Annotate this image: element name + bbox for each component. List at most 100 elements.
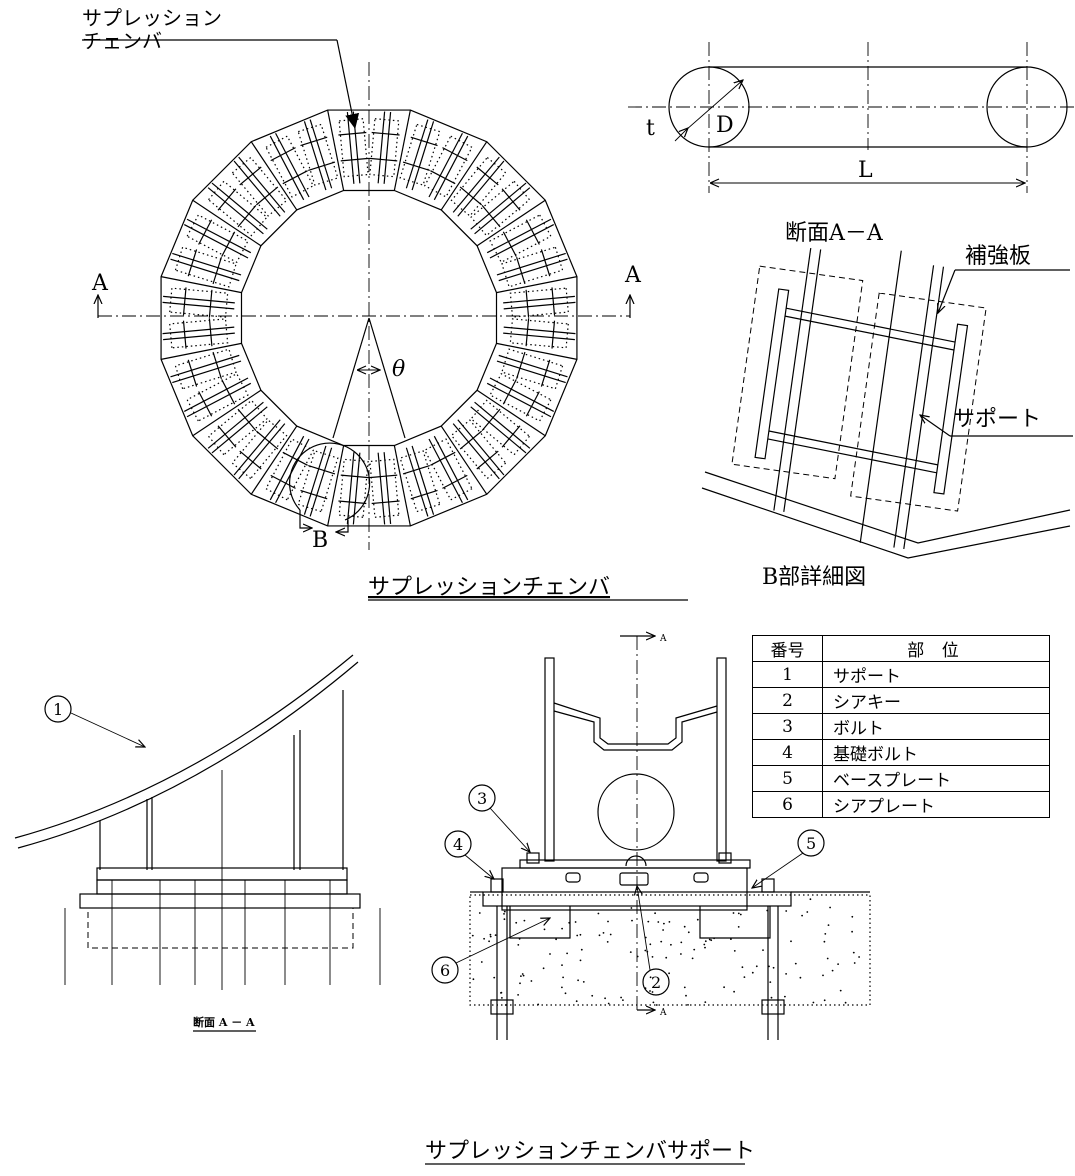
stipple-dot [493,976,496,979]
stipple-dot [537,1003,540,1006]
ring-support-stroke [503,326,576,335]
ring-joint-line [250,141,298,211]
ring-support-stroke [269,435,305,501]
stipple-dot [755,965,758,968]
stipple-dot [809,898,812,901]
ring-support-symbol [369,111,400,184]
ring-support-symbol [162,287,235,318]
ring-support-stroke [501,348,564,390]
ring-support-symbol [162,318,235,349]
stipple-dot [827,924,830,926]
row-part-name: シアキー [822,687,1050,714]
stipple-dot [665,956,668,959]
ring-support-stroke [470,180,531,237]
ring-support-stroke [452,156,500,213]
ring-support-stroke [255,430,279,450]
ring-support-stroke [423,135,473,198]
ring-support-stroke [442,474,468,489]
stipple-dot [478,912,481,914]
ring-support-stroke [402,465,430,475]
ring-support-stroke [496,252,566,276]
stipple-dot [743,976,746,978]
row-part-name: 基礎ボルト [822,739,1050,766]
stipple-dot [564,992,567,995]
ring-support-symbol [369,452,400,525]
ring-support-stroke [221,231,236,257]
ring-support-stroke [459,186,483,206]
stipple-dot [823,940,826,943]
stipple-dot [517,944,520,946]
ring-support-stroke [186,372,249,422]
stipple-dot [542,967,545,970]
stipple-dot [710,939,713,942]
stipple-dot [785,973,787,975]
callout-1: 1 [53,700,63,719]
ring-joint-line [160,342,242,360]
ring-caption: サプレッションチェンバ [368,575,610,600]
ring-support-stroke [300,136,328,147]
detail-b-floor-bottom [701,487,1071,559]
ring-support-stroke [383,112,392,184]
stipple-dot [668,972,670,975]
ring-support-symbol [297,119,339,191]
ring-support-stroke [187,249,198,277]
ring-support-stroke [551,287,556,316]
ring-support-stroke [428,438,463,504]
stipple-dot [649,976,652,979]
ring-support-stroke [340,157,369,162]
stipple-dot [515,921,518,924]
stipple-dot [606,941,609,943]
ring-support-stroke [474,187,531,235]
chamber-leader-label-1: サプレッション [82,6,222,30]
dim-t-line [674,128,688,142]
stipple-dot [609,933,612,936]
ring-support-stroke [238,156,286,213]
callout-2: 2 [651,973,661,992]
ring-support-stroke [486,382,552,418]
ring-support-symbol [231,156,288,217]
stipple-dot [851,915,854,918]
ring-support-stroke [338,458,369,518]
row-number: 5 [752,765,823,792]
stipple-dot [520,975,522,977]
ring-support-stroke [237,408,257,432]
dim-D-label: D [716,113,734,138]
ring-support-symbol [423,132,473,201]
stipple-dot [823,999,826,1002]
ring-support-stroke [186,218,252,254]
ring-support-symbol [496,348,568,390]
stipple-dot [591,994,594,997]
stipple-dot [858,956,860,958]
detail-b-caption: B部詳細図 [762,565,866,590]
detail-b-circle [289,442,371,521]
stipple-dot [636,955,639,958]
ring-support-stroke [470,406,527,454]
callout-5: 5 [806,834,816,853]
stipple-dot [826,957,829,960]
ring-support-stroke [238,423,286,480]
stipple-dot [806,911,809,913]
stipple-dot [651,956,654,958]
stipple-dot [522,974,525,977]
ring-support-stroke [163,295,235,304]
row-number: 2 [752,687,823,714]
ring-support-stroke [457,160,505,217]
stipple-dot [649,943,652,946]
stipple-dot [561,986,563,989]
detail-b-arrow-right [336,520,349,532]
ring-support-stroke [371,131,400,136]
stipple-dot [680,941,683,944]
stipple-dot [604,997,606,1000]
ring-support-stroke [186,214,249,264]
detail-b-label: B [312,528,328,553]
ring-support-stroke [270,474,296,489]
stipple-dot [704,946,706,949]
ring-support-stroke [309,119,333,189]
stipple-dot [663,922,665,925]
ring-support-stroke [207,401,264,449]
ring-support-stroke [208,318,213,347]
ring-support-stroke [275,438,310,504]
ring-support-stroke [231,419,288,480]
